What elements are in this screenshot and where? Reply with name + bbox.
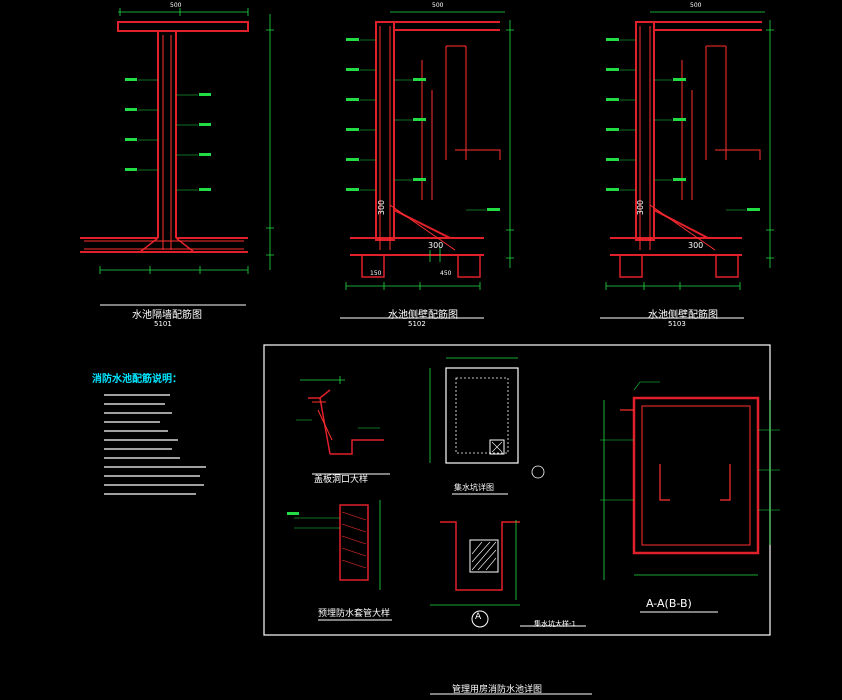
sheet-no-detail-1: 5101 (154, 320, 172, 328)
dim-bottom-450: 450 (440, 270, 452, 277)
caption-detail-2: 水池侧壁配筋图 (388, 310, 458, 321)
detail-partition-wall (80, 8, 274, 306)
caption-waterstop: 预埋防水套管大样 (318, 609, 391, 619)
caption-detail-3: 水池侧壁配筋图 (648, 310, 718, 321)
notes-lines (104, 394, 206, 495)
dim-top-width-3: 500 (690, 2, 702, 9)
waterstop-detail (287, 500, 392, 621)
sheet-no-detail-2: 5102 (408, 320, 426, 328)
dim-slab-3: 300 (688, 241, 704, 250)
callout-a: A (475, 612, 482, 622)
caption-sump: 集水坑详图 (454, 483, 494, 492)
sheet-no-detail-3: 5103 (668, 320, 686, 328)
detail-sheet-frame (263, 344, 771, 636)
section-label: A-A(B-B) (646, 597, 692, 610)
detail-side-wall-1 (340, 11, 514, 319)
dim-top-width: 500 (170, 2, 182, 9)
dim-bottom-150: 150 (370, 270, 382, 277)
sheet-title: 管理用房消防水池详图 (452, 685, 543, 695)
lid-opening-detail (296, 376, 390, 475)
pit-label: 集水坑大样-1 (534, 620, 576, 628)
caption-lid-opening: 盖板洞口大样 (314, 475, 369, 485)
notes-title: 消防水池配筋说明： (92, 374, 182, 385)
dim-height-3: 300 (636, 199, 646, 216)
section-aa (600, 381, 780, 613)
dim-slab-2: 300 (428, 241, 444, 250)
dim-top-width-2: 500 (432, 2, 444, 9)
dim-height-2: 300 (377, 199, 387, 216)
sump-section (430, 520, 586, 628)
caption-detail-1: 水池隔墙配筋图 (132, 310, 202, 321)
sump-plan (429, 357, 545, 495)
detail-side-wall-2 (600, 11, 774, 319)
